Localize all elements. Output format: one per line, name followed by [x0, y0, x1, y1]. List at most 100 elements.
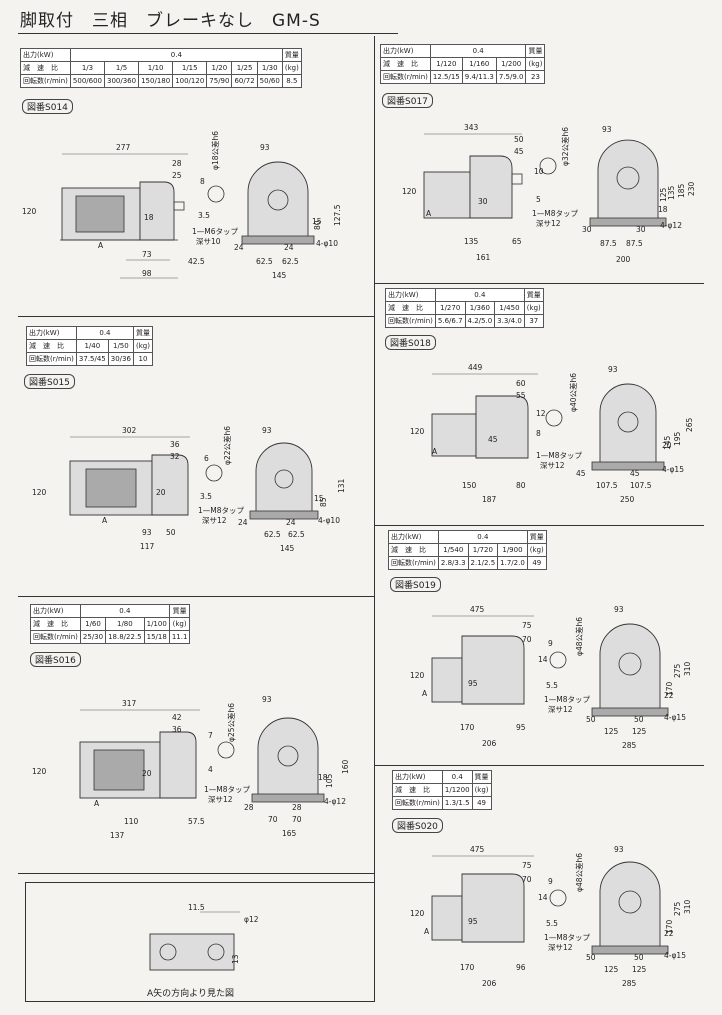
- svg-text:93: 93: [614, 845, 624, 854]
- svg-text:8: 8: [200, 177, 205, 186]
- svg-text:18: 18: [144, 213, 154, 222]
- svg-text:A: A: [98, 241, 104, 250]
- svg-text:45: 45: [488, 435, 498, 444]
- svg-text:125: 125: [604, 965, 619, 974]
- svg-text:50: 50: [586, 715, 596, 724]
- divider-s020: [374, 765, 704, 766]
- svg-text:70: 70: [522, 635, 532, 644]
- svg-text:170: 170: [460, 963, 475, 972]
- svg-text:120: 120: [410, 909, 425, 918]
- svg-text:42.5: 42.5: [188, 257, 205, 266]
- svg-text:A: A: [424, 927, 430, 936]
- svg-text:70: 70: [292, 815, 302, 824]
- svg-text:28: 28: [172, 159, 182, 168]
- svg-text:135: 135: [667, 185, 676, 200]
- svg-text:145: 145: [280, 544, 295, 553]
- svg-text:120: 120: [32, 488, 47, 497]
- svg-text:120: 120: [32, 767, 47, 776]
- svg-text:24: 24: [234, 243, 244, 252]
- a-view-box: [25, 882, 375, 1002]
- svg-text:125: 125: [604, 727, 619, 736]
- svg-text:120: 120: [402, 187, 417, 196]
- svg-text:1—M8タップ: 1—M8タップ: [544, 695, 591, 704]
- svg-text:57.5: 57.5: [188, 817, 205, 826]
- svg-text:277: 277: [116, 143, 131, 152]
- svg-text:206: 206: [482, 739, 497, 748]
- svg-text:131: 131: [337, 478, 346, 493]
- a-view-drawing: 11.5 φ12 13: [149, 903, 259, 971]
- title-underline: [18, 33, 398, 34]
- svg-text:28: 28: [292, 803, 302, 812]
- svg-text:127.5: 127.5: [333, 204, 342, 226]
- drawing-s020: 475 75 70 95 120 A 170 96 206 φ48公差h6 9 …: [410, 845, 692, 988]
- svg-text:317: 317: [122, 699, 137, 708]
- svg-text:28: 28: [244, 803, 254, 812]
- svg-text:185: 185: [677, 183, 686, 198]
- svg-text:265: 265: [685, 417, 694, 432]
- svg-text:20: 20: [142, 769, 152, 778]
- figure-label-s020: 図番S020: [392, 818, 443, 833]
- svg-text:42: 42: [172, 713, 182, 722]
- svg-text:50: 50: [634, 953, 644, 962]
- side-view: 277 28 25 18 120 A 73 98: [22, 143, 188, 279]
- svg-text:32: 32: [170, 452, 180, 461]
- svg-text:96: 96: [516, 963, 526, 972]
- svg-text:1—M6タップ: 1—M6タップ: [192, 227, 239, 236]
- svg-text:93: 93: [260, 143, 270, 152]
- figure-label-s018: 図番S018: [385, 335, 436, 350]
- svg-text:24: 24: [284, 243, 294, 252]
- svg-text:20: 20: [662, 441, 672, 450]
- svg-text:206: 206: [482, 979, 497, 988]
- svg-text:62.5: 62.5: [288, 530, 305, 539]
- svg-text:285: 285: [622, 979, 637, 988]
- svg-text:75: 75: [522, 861, 532, 870]
- svg-text:80: 80: [313, 220, 322, 230]
- drawing-s017: 343 50 45 30 120 A 135 65 161 φ32公差h6 10…: [402, 123, 696, 264]
- svg-text:120: 120: [410, 671, 425, 680]
- svg-text:24: 24: [286, 518, 296, 527]
- svg-text:310: 310: [683, 661, 692, 676]
- svg-text:125: 125: [632, 727, 647, 736]
- front-view: 93 24 24 62.5 62.5 145 127.5 80 15 4-φ10: [234, 143, 342, 280]
- svg-text:1—M8タップ: 1—M8タップ: [204, 785, 251, 794]
- svg-text:165: 165: [282, 829, 297, 838]
- svg-text:15: 15: [314, 494, 324, 503]
- divider-s019: [374, 525, 704, 526]
- svg-text:A: A: [432, 447, 438, 456]
- svg-text:φ22公差h6: φ22公差h6: [222, 426, 232, 465]
- svg-text:93: 93: [602, 125, 612, 134]
- svg-text:161: 161: [476, 253, 491, 262]
- svg-text:A: A: [94, 799, 100, 808]
- figure-label-s015: 図番S015: [24, 374, 75, 389]
- svg-text:93: 93: [142, 528, 152, 537]
- svg-text:187: 187: [482, 495, 497, 504]
- svg-text:φ25公差h6: φ25公差h6: [226, 703, 236, 742]
- svg-text:62.5: 62.5: [256, 257, 273, 266]
- svg-text:145: 145: [272, 271, 287, 280]
- svg-text:A: A: [102, 516, 108, 525]
- svg-text:3.5: 3.5: [200, 492, 212, 501]
- svg-text:5.5: 5.5: [546, 919, 558, 928]
- svg-text:φ48公差h6: φ48公差h6: [574, 853, 584, 892]
- divider-bottom-left: [18, 873, 374, 874]
- svg-text:36: 36: [172, 725, 182, 734]
- svg-text:φ12: φ12: [244, 915, 259, 924]
- svg-text:30: 30: [478, 197, 488, 206]
- svg-text:137: 137: [110, 831, 125, 840]
- svg-text:22: 22: [664, 691, 674, 700]
- divider-s016: [18, 596, 374, 597]
- svg-text:5.5: 5.5: [546, 681, 558, 690]
- svg-text:5: 5: [536, 195, 541, 204]
- svg-text:230: 230: [687, 181, 696, 196]
- svg-text:36: 36: [170, 440, 180, 449]
- svg-text:深サ10: 深サ10: [196, 237, 221, 246]
- svg-text:22: 22: [664, 929, 674, 938]
- svg-text:4-φ15: 4-φ15: [662, 465, 684, 474]
- svg-text:14: 14: [538, 893, 548, 902]
